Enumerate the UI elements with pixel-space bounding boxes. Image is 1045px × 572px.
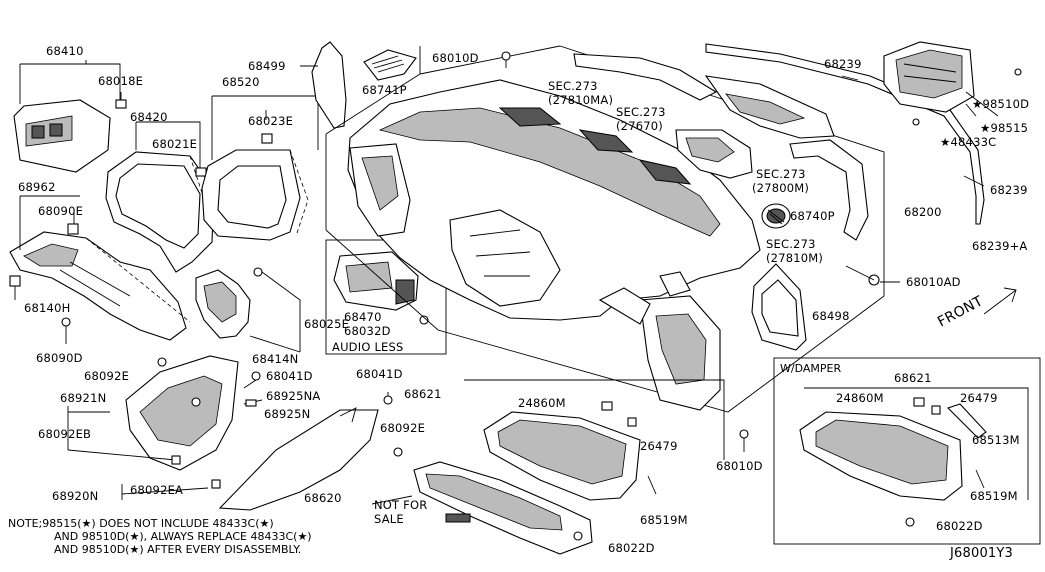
part-68962-lower-panel	[9, 231, 191, 341]
label-68041D-a: 68041D	[266, 369, 313, 383]
label-98510D: ★98510D	[972, 97, 1030, 111]
part-68520-audio-housing	[201, 149, 309, 241]
label-68410: 68410	[46, 44, 84, 58]
star-icon: ★	[940, 135, 951, 149]
part-sec273-27810M-duct	[789, 139, 869, 241]
label-68920N: 68920N	[52, 489, 99, 503]
part-68470-pocket	[333, 251, 419, 311]
label-68239-top: 68239	[824, 57, 862, 71]
label-sec273-c-sub: (27800M)	[752, 181, 810, 195]
label-68090E: 68090E	[38, 204, 84, 218]
part-sec273-27800M-bracket	[704, 75, 835, 139]
label-24860M-a: 24860M	[518, 396, 566, 410]
label-68921N: 68921N	[60, 391, 107, 405]
label-68470: 68470	[344, 310, 382, 324]
part-68499-side-trim	[311, 41, 347, 129]
label-68420: 68420	[130, 110, 168, 124]
diagram-id: J68001Y3	[950, 546, 1014, 561]
label-68239-mid: 68239	[990, 183, 1028, 197]
star-icon: ★	[972, 97, 983, 111]
label-sec273-d-sub: (27810M)	[766, 251, 824, 265]
label-sec273-b-sub: (27670)	[616, 119, 663, 133]
star-icon: ★	[980, 121, 991, 135]
label-68925N: 68925N	[264, 407, 311, 421]
label-68620: 68620	[304, 491, 342, 505]
label-68092EB: 68092EB	[38, 427, 92, 441]
label-68090D: 68090D	[36, 351, 83, 365]
label-sec273-d: SEC.273	[766, 237, 816, 251]
label-audio-less: AUDIO LESS	[332, 340, 404, 354]
part-sec273-27670-box	[675, 129, 753, 179]
label-68032D: 68032D	[344, 324, 391, 338]
label-68414N: 68414N	[252, 352, 299, 366]
label-68239A: 68239+A	[972, 239, 1028, 253]
label-68740P: 68740P	[790, 209, 835, 223]
label-sec273-c: SEC.273	[756, 167, 806, 181]
label-26479-b: 26479	[960, 391, 998, 405]
label-24860M-b: 24860M	[836, 391, 884, 405]
label-68741P: 68741P	[362, 83, 407, 97]
note-line-2: AND 98510D(★), ALWAYS REPLACE 48433C(★)	[54, 530, 312, 543]
part-68740P-side-vent	[761, 203, 791, 229]
label-68925NA: 68925NA	[266, 389, 321, 403]
label-not-for: NOT FOR	[374, 498, 428, 512]
label-68498: 68498	[812, 309, 850, 323]
w-damper-heading: W/DAMPER	[780, 362, 842, 375]
w-damper-box	[773, 357, 1041, 545]
label-98515: ★98515	[980, 121, 1029, 135]
part-68200-instrument-panel	[347, 79, 761, 411]
label-68621-a: 68621	[404, 387, 442, 401]
label-68021E: 68021E	[152, 137, 198, 151]
label-68041D-b: 68041D	[356, 367, 403, 381]
label-68092E-b: 68092E	[380, 421, 426, 435]
label-68519M-a: 68519M	[640, 513, 688, 527]
part-68920N-glovebox-lid	[218, 409, 379, 511]
label-sec273-b: SEC.273	[616, 105, 666, 119]
label-68018E: 68018E	[98, 74, 144, 88]
label-68092E-a: 68092E	[84, 369, 130, 383]
label-sec273-a-sub: (27810MA)	[548, 93, 614, 107]
note-line-3: AND 98510D(★) AFTER EVERY DISASSEMBLY.	[54, 543, 302, 556]
part-68921N-lower-cover	[125, 355, 239, 471]
label-68200: 68200	[904, 205, 942, 219]
part-68741P-defrost-vent	[363, 49, 417, 81]
label-68140H: 68140H	[24, 301, 71, 315]
box-68621-outline	[464, 379, 725, 460]
label-sec273-a: SEC.273	[548, 79, 598, 93]
label-68022D-b: 68022D	[936, 519, 983, 533]
label-68621-b: 68621	[894, 371, 932, 385]
label-68520: 68520	[222, 75, 260, 89]
part-airbag-module-98515	[883, 41, 975, 113]
label-68023E: 68023E	[248, 114, 294, 128]
label-68519M-b: 68519M	[970, 489, 1018, 503]
label-68010D: 68010D	[432, 51, 479, 65]
part-68620-glovebox	[413, 461, 593, 555]
label-sale: SALE	[374, 512, 404, 526]
note-line-1: NOTE;98515(★) DOES NOT INCLUDE 48433C(★)	[8, 517, 274, 530]
part-68498-side-panel	[751, 263, 807, 351]
label-68092EA: 68092EA	[130, 483, 184, 497]
part-68410-cluster-lid	[13, 99, 111, 173]
label-48433C: ★48433C	[940, 135, 997, 149]
label-68962: 68962	[18, 180, 56, 194]
label-68010D-b: 68010D	[716, 459, 763, 473]
label-26479-a: 26479	[640, 439, 678, 453]
label-68499: 68499	[248, 59, 286, 73]
part-sec273-27810MA-duct	[573, 53, 718, 101]
label-68010AD: 68010AD	[906, 275, 961, 289]
part-68621-glovebox-frame	[483, 411, 641, 501]
label-68025E: 68025E	[304, 317, 350, 331]
front-arrow-icon	[983, 287, 1017, 315]
part-68414N-lower-bracket	[195, 269, 251, 339]
label-68513M: 68513M	[972, 433, 1020, 447]
part-68621-damper-frame	[799, 411, 963, 501]
label-68022D-a: 68022D	[608, 541, 655, 555]
